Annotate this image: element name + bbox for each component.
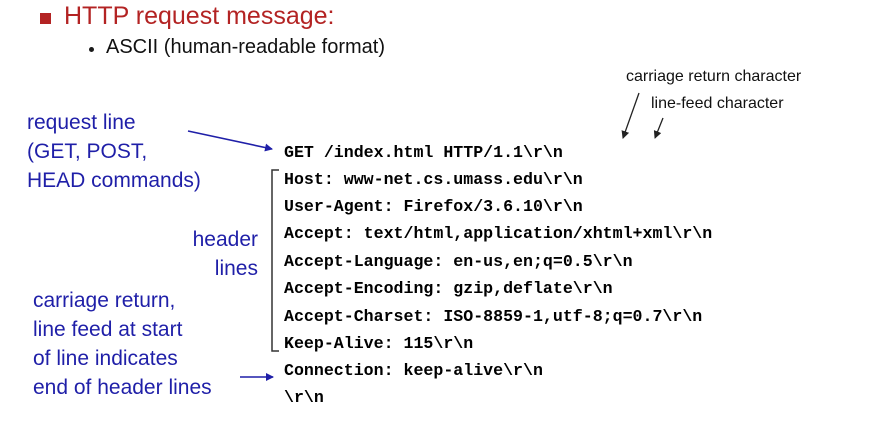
request-line-label-line: request line: [27, 111, 136, 134]
request-line-label-line: (GET, POST,: [27, 140, 148, 163]
header-line-code: Accept-Charset: ISO-8859-1,utf-8;q=0.7\r…: [284, 307, 703, 326]
header-lines-label: header lines: [178, 225, 258, 283]
header-line-code: Connection: keep-alive\r\n: [284, 361, 543, 380]
header-lines-label-line: lines: [214, 257, 258, 280]
carriage-return-arrow: [621, 92, 640, 139]
header-line-code: Host: www-net.cs.umass.edu\r\n: [284, 170, 583, 189]
crlf-note-line: carriage return,: [33, 289, 176, 312]
slide-title: HTTP request message:: [64, 2, 335, 30]
header-lines-bracket: [271, 169, 279, 352]
crlf-note-line: line feed at start: [33, 318, 183, 341]
blank-line-code: \r\n: [284, 388, 324, 407]
line-feed-arrow: [653, 117, 664, 139]
line-feed-char-label: line-feed character: [651, 95, 784, 112]
request-line-arrow: [187, 130, 273, 152]
crlf-note-line: end of header lines: [33, 376, 212, 399]
header-line-code: Accept-Encoding: gzip,deflate\r\n: [284, 279, 613, 298]
request-line-code: GET /index.html HTTP/1.1\r\n: [284, 143, 563, 162]
header-line-code: Accept-Language: en-us,en;q=0.5\r\n: [284, 252, 633, 271]
slide-subtitle: ASCII (human-readable format): [106, 36, 386, 58]
request-line-label-line: HEAD commands): [27, 169, 201, 192]
header-line-code: User-Agent: Firefox/3.6.10\r\n: [284, 197, 583, 216]
carriage-return-char-label: carriage return character: [626, 68, 802, 85]
request-line-label: request line (GET, POST, HEAD commands): [27, 108, 201, 195]
square-bullet-icon: [40, 13, 51, 24]
header-line-code: Keep-Alive: 115\r\n: [284, 334, 474, 353]
crlf-note-label: carriage return, line feed at start of l…: [33, 286, 212, 402]
header-lines-label-line: header: [192, 228, 258, 251]
round-bullet-icon: [89, 47, 94, 52]
header-line-code: Accept: text/html,application/xhtml+xml\…: [284, 224, 713, 243]
crlf-note-line: of line indicates: [33, 347, 178, 370]
